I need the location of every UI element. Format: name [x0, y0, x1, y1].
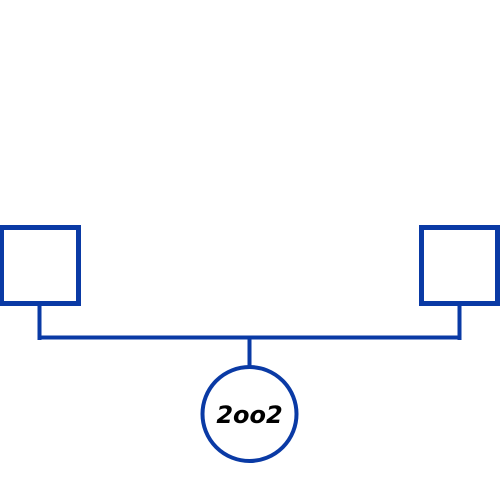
- child-circle: [200, 365, 299, 463]
- right-parent-square: [419, 225, 500, 306]
- child-label: 2oo2: [216, 401, 282, 429]
- left-parent-square: [0, 225, 81, 306]
- connector-group: [37, 302, 462, 368]
